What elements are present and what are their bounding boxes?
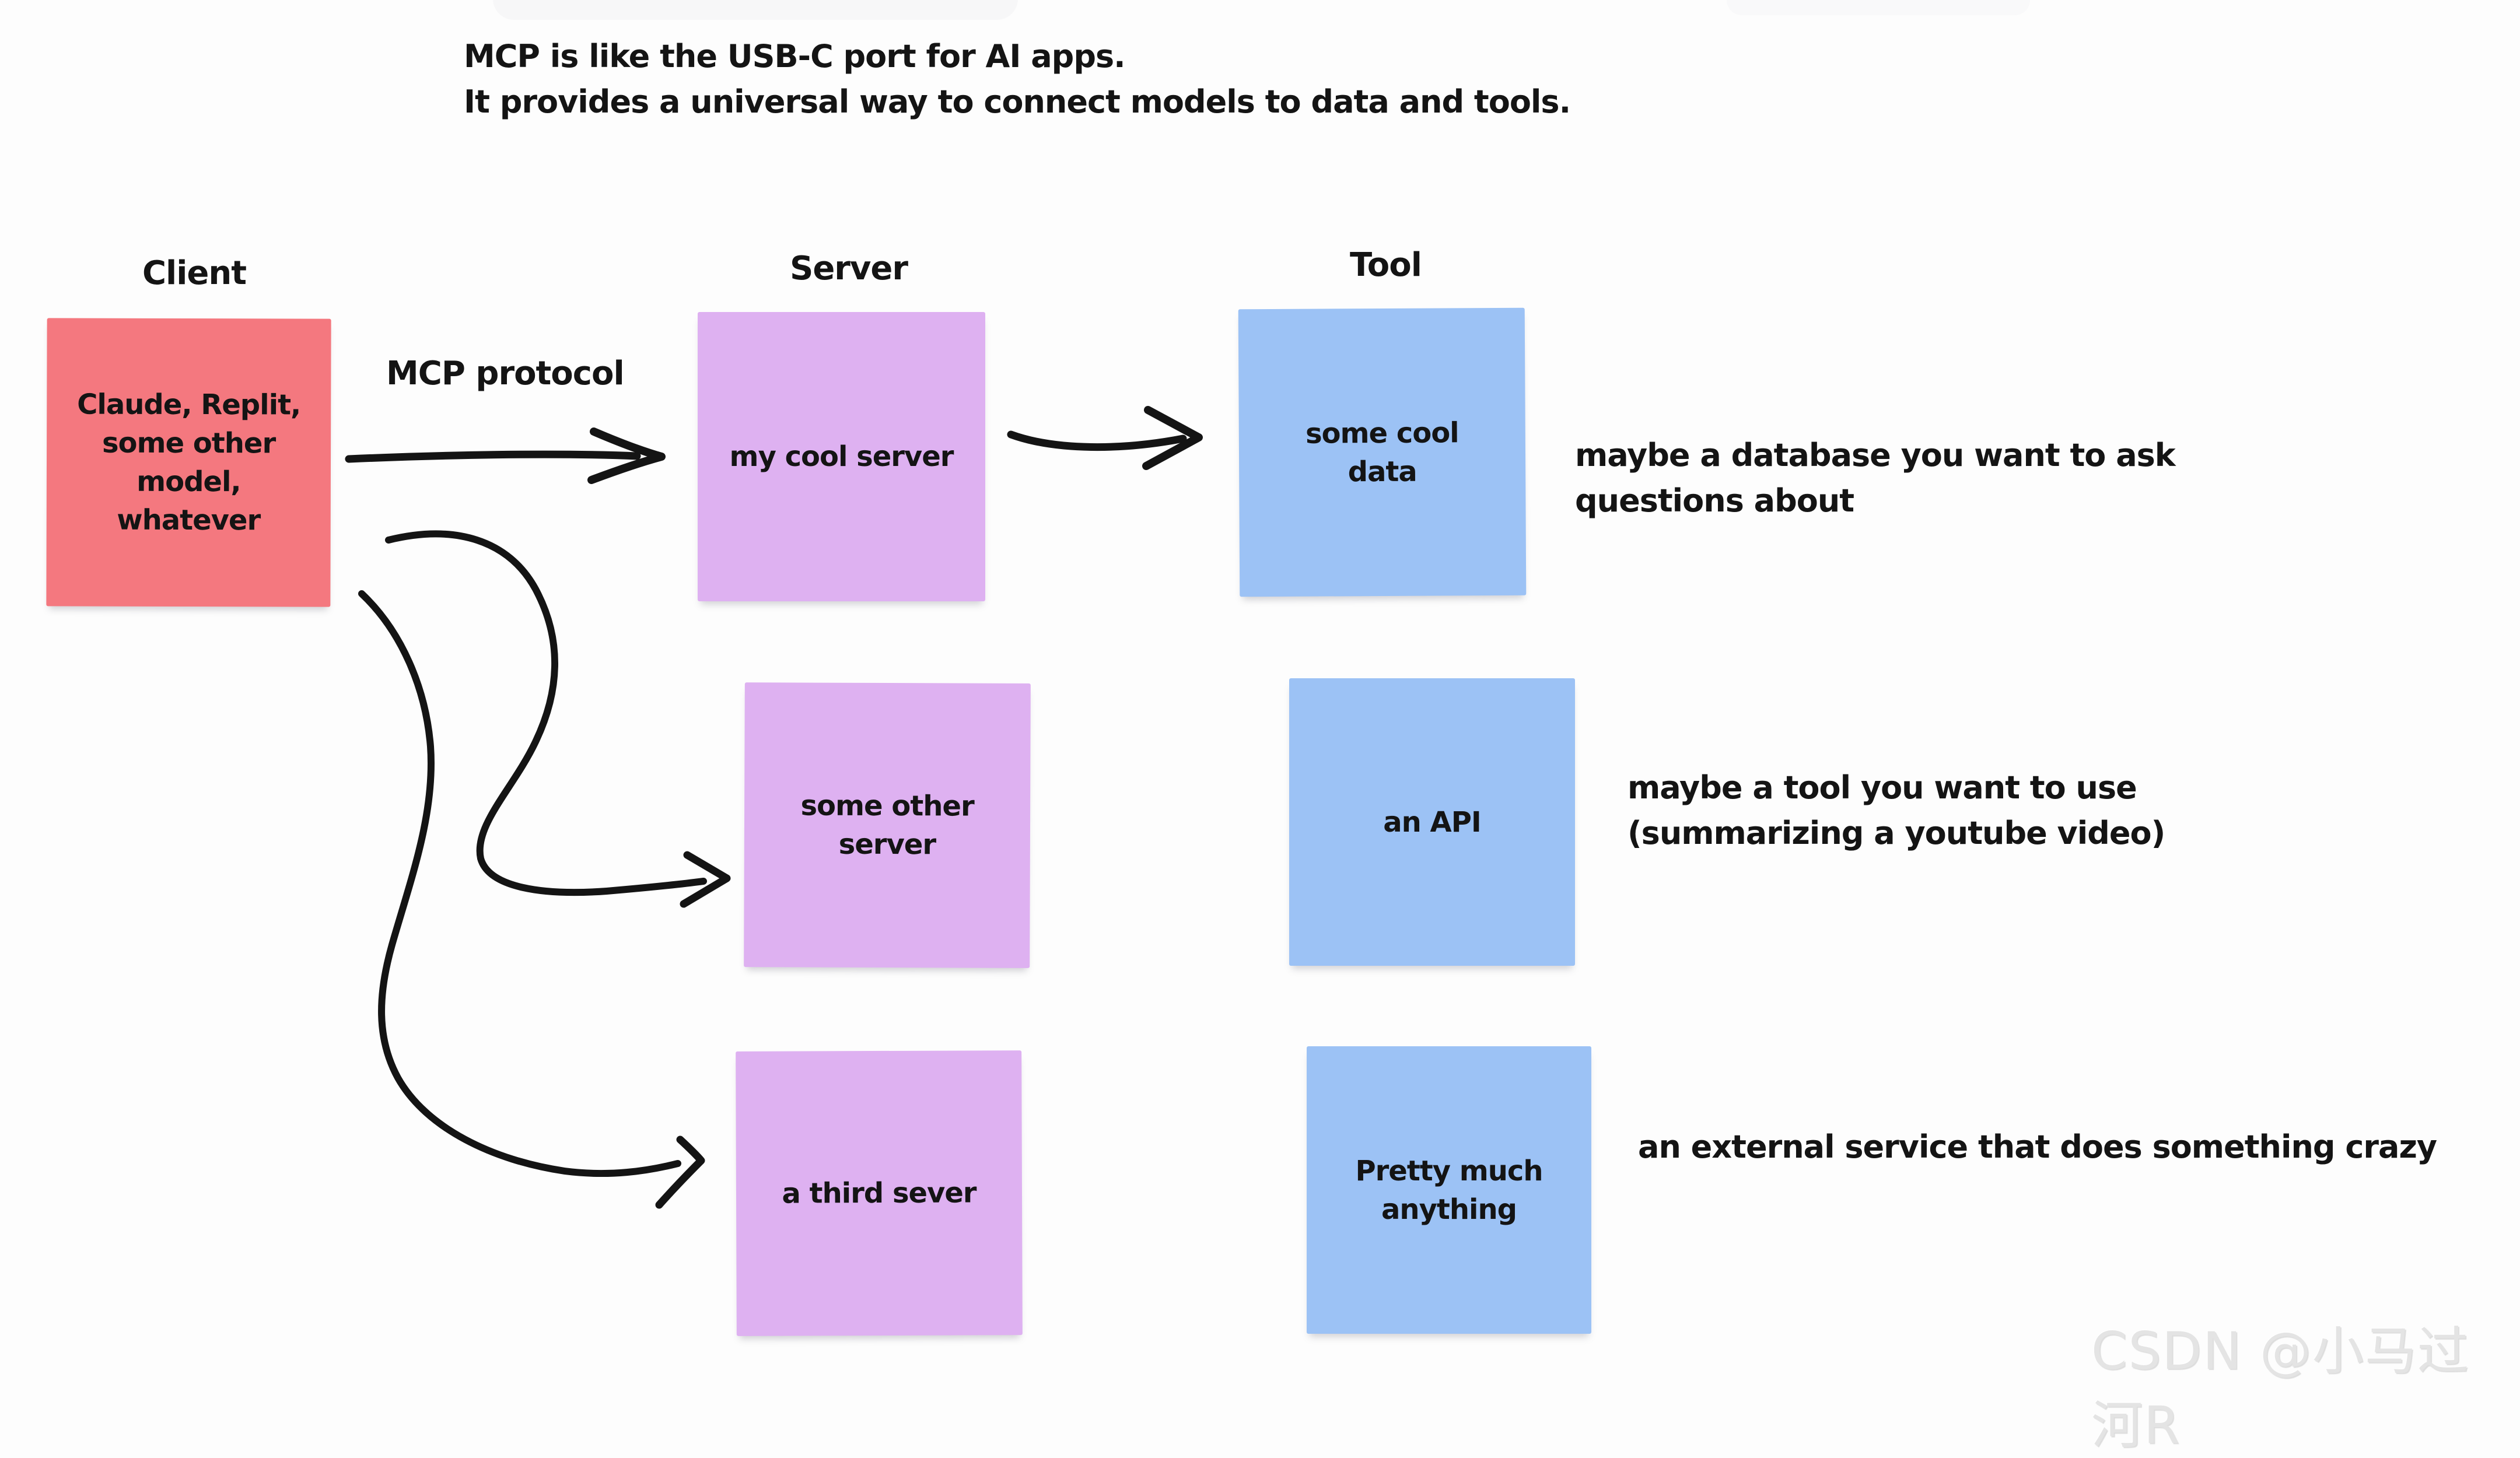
arrowhead-server1-to-tool1: [1142, 406, 1203, 470]
arrow-client-to-server2: [385, 530, 707, 896]
arrow-client-to-server1: [345, 450, 641, 463]
arrowhead-client-to-server3: [655, 1135, 705, 1209]
mcp-protocol-label: MCP protocol: [386, 355, 625, 392]
arrow-server1-to-tool1: [1007, 430, 1187, 451]
mcp-sticky-note-diagram: { "title": { "text": "MCP is like the US…: [46, 0, 2469, 1455]
client-note: Claude, Replit, some other model, whatev…: [46, 318, 331, 607]
annotation-external-service: an external service that does something …: [1638, 1128, 2437, 1165]
background-smudge-top-right: [1727, 0, 2030, 15]
diagram-title: MCP is like the USB-C port for AI apps. …: [464, 38, 1571, 120]
background-smudge-top: [493, 0, 1018, 20]
column-header-tool: Tool: [1350, 246, 1422, 284]
server-note-1: my cool server: [698, 312, 985, 601]
annotation-database: maybe a database you want to ask questio…: [1575, 437, 2176, 519]
tool-note-3: Pretty much anything: [1307, 1046, 1591, 1334]
arrowhead-client-to-server2: [680, 851, 731, 908]
column-header-server: Server: [789, 250, 908, 288]
arrowhead-client-to-server1: [587, 427, 666, 484]
tool-note-1: some cool data: [1238, 307, 1527, 597]
csdn-watermark: CSDN @小马过河R: [2091, 1321, 2470, 1455]
arrow-client-to-server3: [358, 590, 681, 1177]
arrows-layer: [345, 406, 1203, 1209]
server-note-2: some other server: [744, 682, 1031, 968]
server-note-3: a third sever: [736, 1050, 1023, 1336]
column-header-client: Client: [142, 254, 247, 292]
tool-note-2: an API: [1289, 678, 1575, 966]
annotation-api: maybe a tool you want to use (summarizin…: [1628, 769, 2165, 851]
